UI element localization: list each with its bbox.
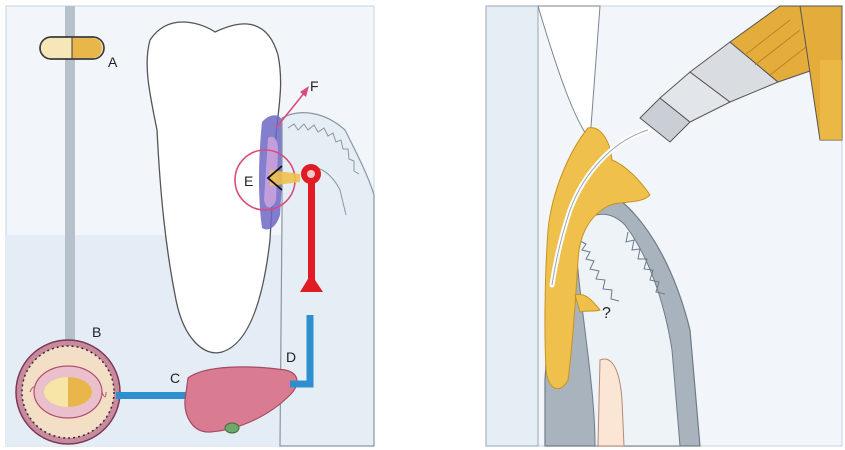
circulation-vessel [308,178,315,288]
tooth-surface [486,6,538,446]
label-d: D [286,349,296,365]
gingiva [280,113,374,446]
label-c: C [170,370,180,386]
capillary-node-center [307,170,315,178]
intestine-cross-section-icon [16,340,120,444]
capsule-icon [40,37,104,59]
label-e: E [244,173,253,189]
label-b: B [92,324,101,340]
right-panel: ? [486,6,842,446]
label-question: ? [602,305,611,322]
left-panel: A E F [6,6,374,446]
label-f: F [310,78,319,94]
portal-vein [116,392,196,399]
label-a: A [108,54,118,70]
